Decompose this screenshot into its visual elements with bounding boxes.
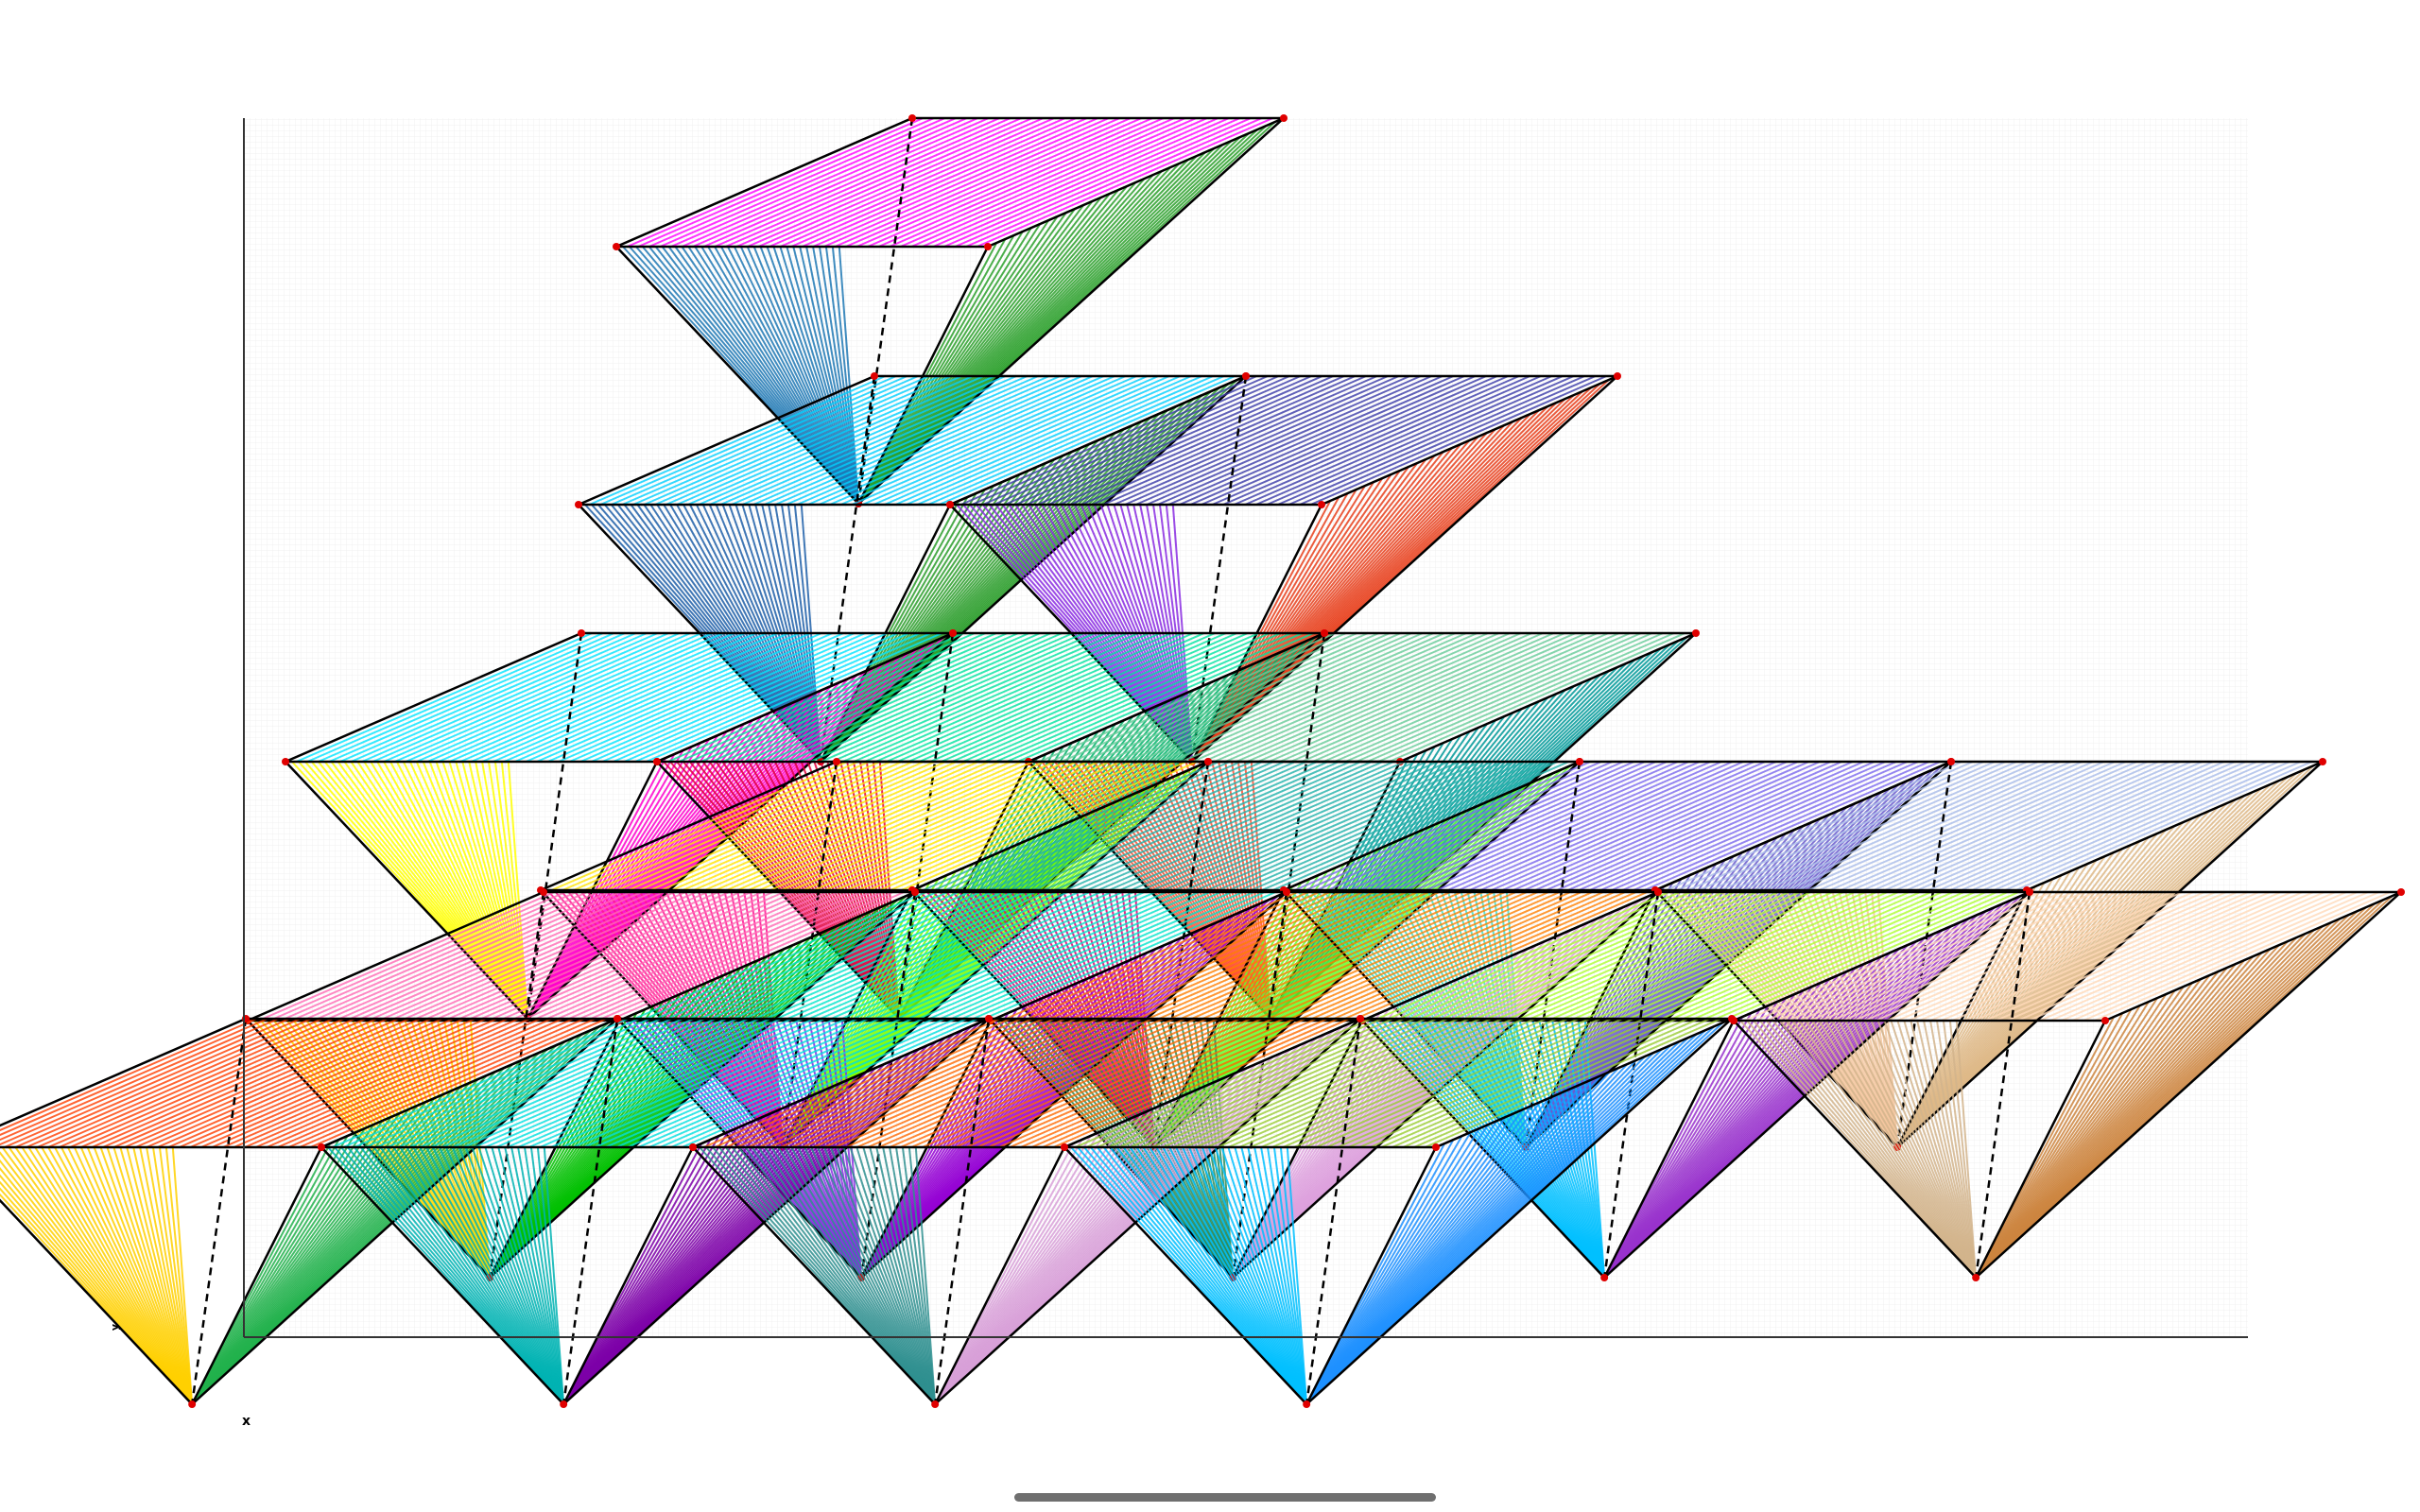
vertex-dot[interactable] — [282, 758, 289, 765]
vertex-dot[interactable] — [560, 1400, 568, 1408]
vertex-dot[interactable] — [614, 1015, 621, 1022]
vertex-dot[interactable] — [1280, 114, 1288, 122]
vertex-dot[interactable] — [1600, 1274, 1609, 1281]
vertex-dot[interactable] — [1692, 629, 1700, 637]
pyramid — [1730, 888, 2405, 1281]
vertex-dot[interactable] — [984, 243, 992, 250]
vertex-dot[interactable] — [1576, 758, 1583, 765]
y-axis-label: y — [109, 1323, 122, 1332]
vertex-dot[interactable] — [1242, 372, 1250, 380]
vertex-dot[interactable] — [2319, 758, 2326, 765]
pyramid — [1061, 1015, 1736, 1408]
home-indicator-bar[interactable] — [1014, 1493, 1436, 1502]
pyramid-layer — [0, 114, 2405, 1408]
vertex-dot[interactable] — [1972, 1274, 1980, 1281]
vertex-dot[interactable] — [2026, 888, 2033, 896]
vertex-dot[interactable] — [575, 501, 582, 508]
vertex-dot[interactable] — [1061, 1143, 1068, 1151]
vertex-dot[interactable] — [1614, 372, 1621, 380]
vertex-dot[interactable] — [318, 1143, 325, 1151]
vertex-dot[interactable] — [1204, 758, 1212, 765]
vertex-dot[interactable] — [946, 501, 954, 508]
vertex-dot[interactable] — [540, 888, 547, 896]
vertex-dot[interactable] — [871, 372, 878, 380]
vertex-dot[interactable] — [949, 629, 957, 637]
vertex-dot[interactable] — [689, 1143, 697, 1151]
vertex-dot[interactable] — [1318, 501, 1325, 508]
vertex-dot[interactable] — [1432, 1143, 1440, 1151]
vertex-dot[interactable] — [188, 1400, 197, 1408]
vertex-dot[interactable] — [911, 888, 919, 896]
vertex-dot[interactable] — [1357, 1015, 1364, 1022]
vertex-dot[interactable] — [1303, 1400, 1311, 1408]
vertex-dot[interactable] — [653, 758, 661, 765]
vertex-dot[interactable] — [1728, 1015, 1736, 1022]
vertex-dot[interactable] — [1283, 888, 1290, 896]
vertex-dot[interactable] — [1947, 758, 1955, 765]
vertex-dot[interactable] — [578, 629, 585, 637]
vertex-dot[interactable] — [931, 1400, 940, 1408]
vertex-dot[interactable] — [1321, 629, 1328, 637]
vertex-dot[interactable] — [985, 1015, 993, 1022]
vertex-dot[interactable] — [833, 758, 840, 765]
vertex-dot[interactable] — [613, 243, 620, 250]
vertex-dot[interactable] — [1654, 888, 1662, 896]
vertex-dot[interactable] — [2397, 888, 2405, 896]
x-axis-label: x — [242, 1414, 251, 1429]
vertex-dot[interactable] — [2101, 1017, 2109, 1024]
vertex-dot[interactable] — [908, 114, 916, 122]
